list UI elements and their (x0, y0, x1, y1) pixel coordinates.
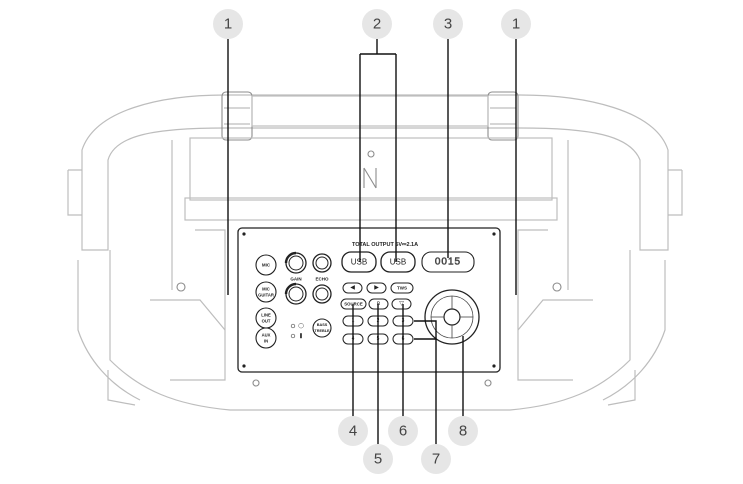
svg-text:MIC: MIC (262, 287, 270, 292)
callout-6: 6 (388, 416, 418, 446)
play-icon: ▶ (374, 285, 379, 291)
svg-text:LINE: LINE (261, 313, 271, 318)
gain-knob-guitar[interactable] (284, 282, 307, 305)
mic-guitar-jack[interactable]: MIC GUITAR (255, 281, 277, 303)
light-button[interactable]: ▽ (391, 298, 412, 310)
usb-port-right[interactable]: USB (380, 251, 416, 273)
svg-text:6: 6 (399, 423, 407, 440)
svg-text:USB: USB (351, 258, 367, 267)
callout-1-right: 1 (501, 9, 531, 39)
svg-text:GUITAR: GUITAR (258, 293, 274, 298)
echo-knob-guitar[interactable] (312, 284, 332, 304)
svg-text:❚: ❚ (299, 333, 303, 339)
svg-text:IN: IN (264, 339, 268, 344)
control-panel: TOTAL OUTPUT 5V⎓2.1A USB USB 0015 MIC MI… (237, 227, 501, 373)
svg-text:3: 3 (444, 16, 452, 33)
svg-text:5: 5 (374, 451, 382, 468)
aux-in-jack[interactable]: AUX IN (255, 327, 277, 349)
callout-4: 4 (338, 416, 368, 446)
svg-text:2: 2 (373, 16, 381, 33)
prev-icon: ◀ (350, 285, 355, 291)
svg-text:0015: 0015 (435, 257, 461, 268)
light-icon: ▽ (399, 301, 404, 307)
svg-text:1: 1 (512, 16, 520, 33)
volume-dial[interactable] (424, 289, 480, 345)
callout-1-left: 1 (213, 9, 243, 39)
svg-text:1: 1 (224, 16, 232, 33)
callout-3: 3 (433, 9, 463, 39)
callout-2: 2 (362, 9, 392, 39)
svg-text:8: 8 (459, 423, 467, 440)
svg-text:OUT: OUT (262, 319, 271, 324)
speaker-body (67, 91, 683, 411)
svg-text:AUX: AUX (262, 333, 271, 338)
play-button[interactable]: ▶ (366, 282, 387, 294)
echo-knob-mic[interactable] (312, 253, 332, 273)
svg-text:4: 4 (349, 423, 357, 440)
echo-label: ECHO (315, 277, 329, 282)
prev-button[interactable]: ◀ (342, 282, 363, 294)
callout-5: 5 (363, 444, 393, 474)
tws-button[interactable]: TWS (390, 282, 414, 294)
total-output-label: TOTAL OUTPUT 5V⎓2.1A (352, 242, 418, 248)
svg-text:MIC: MIC (262, 263, 271, 268)
svg-text:BASS: BASS (317, 323, 328, 327)
svg-text:TWS: TWS (397, 286, 407, 291)
line-out-jack[interactable]: LINE OUT (255, 307, 277, 329)
indicator-leds: ◯ ❚ (290, 323, 304, 339)
gain-label: GAIN (290, 277, 301, 282)
svg-text:TREBLE: TREBLE (314, 329, 330, 333)
svg-text:◯: ◯ (298, 323, 304, 329)
callout-8: 8 (448, 416, 478, 446)
callout-7: 7 (421, 444, 451, 474)
bass-treble-button[interactable]: BASS TREBLE (312, 318, 332, 338)
leader-lines (227, 39, 517, 448)
svg-text:7: 7 (432, 451, 440, 468)
svg-text:USB: USB (390, 258, 406, 267)
usb-port-left[interactable]: USB (341, 251, 377, 273)
mic-jack[interactable]: MIC (255, 254, 277, 276)
gain-knob-mic[interactable] (284, 251, 307, 274)
